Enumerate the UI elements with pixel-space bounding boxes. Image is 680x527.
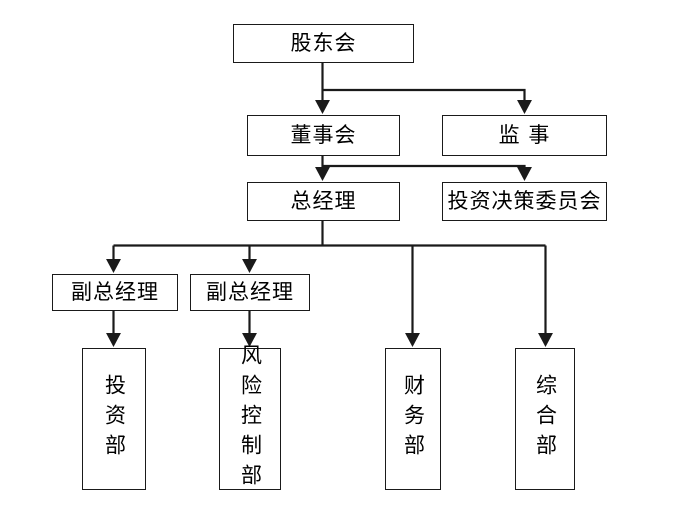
edge-board-to-investment-committee [322, 164, 532, 182]
node-investment-department[interactable]: 投资部 [82, 348, 146, 490]
node-general-affairs-department-label: 综合部 [533, 374, 558, 464]
node-board-of-directors-label: 董事会 [290, 123, 357, 148]
node-deputy-general-manager-2[interactable]: 副总经理 [190, 274, 310, 311]
node-supervisor[interactable]: 监 事 [442, 115, 607, 156]
node-investment-department-label: 投资部 [102, 374, 127, 464]
node-deputy-general-manager-1-label: 副总经理 [71, 280, 159, 305]
edge-shareholders-to-supervisor [322, 88, 532, 115]
node-risk-control-department[interactable]: 风险控制部 [219, 344, 281, 494]
node-board-of-directors[interactable]: 董事会 [247, 115, 400, 156]
node-deputy-general-manager-2-label: 副总经理 [206, 280, 294, 305]
node-supervisor-label: 监 事 [498, 123, 551, 148]
node-general-manager-label: 总经理 [290, 189, 357, 214]
node-finance-department[interactable]: 财务部 [385, 348, 441, 490]
node-general-affairs-department[interactable]: 综合部 [515, 348, 575, 490]
node-investment-decision-committee[interactable]: 投资决策委员会 [442, 182, 607, 221]
node-general-manager[interactable]: 总经理 [247, 182, 400, 221]
node-investment-decision-committee-label: 投资决策委员会 [447, 189, 602, 214]
node-finance-department-label: 财务部 [401, 374, 426, 464]
node-shareholders-meeting[interactable]: 股东会 [233, 24, 414, 63]
node-deputy-general-manager-1[interactable]: 副总经理 [52, 274, 178, 311]
node-risk-control-department-label: 风险控制部 [238, 344, 263, 494]
node-shareholders-meeting-label: 股东会 [290, 31, 357, 56]
